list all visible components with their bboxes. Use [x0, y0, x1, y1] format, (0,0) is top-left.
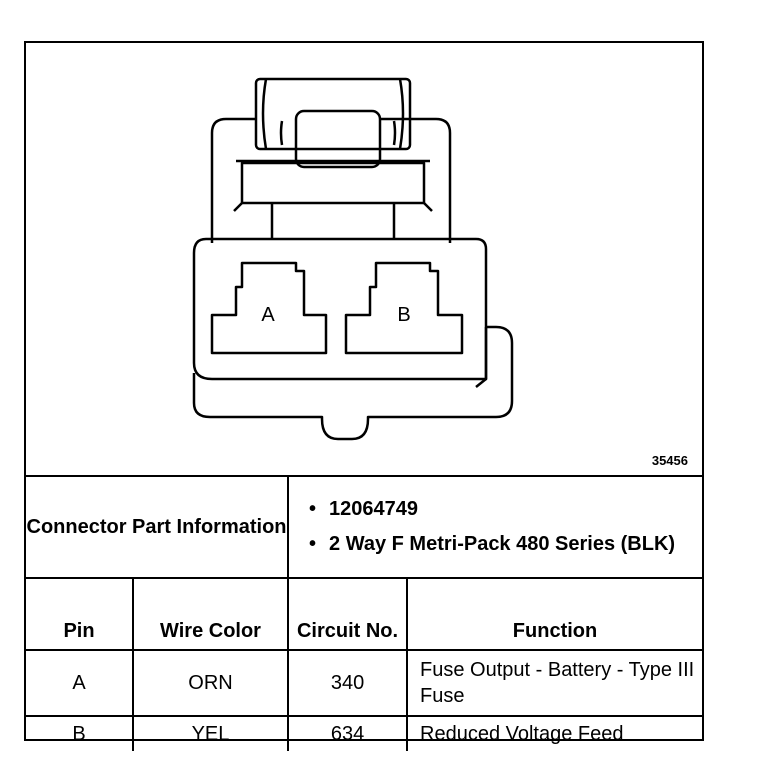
cell-pin: A: [26, 649, 134, 717]
part-info-items: •12064749 •2 Way F Metri-Pack 480 Series…: [287, 475, 703, 579]
header-pin: Pin: [26, 577, 134, 651]
figure-number: 35456: [651, 453, 688, 468]
table-row: A ORN 340 Fuse Output - Battery - Type I…: [26, 649, 703, 717]
header-circuit: Circuit No.: [287, 577, 409, 651]
cell-circuit: 340: [287, 649, 409, 717]
cell-function: Reduced Voltage Feed: [406, 715, 703, 751]
cavity-label-b: B: [397, 304, 410, 326]
header-function: Function: [406, 577, 703, 651]
housing-band: [240, 161, 426, 205]
latch-inner: [294, 109, 382, 169]
cell-pin: B: [26, 715, 134, 751]
connector-drawing: A B: [192, 77, 514, 441]
upper-housing: [210, 117, 452, 243]
header-wire-color: Wire Color: [131, 577, 290, 651]
cavity-a: [210, 261, 328, 355]
part-info-item: •12064749: [309, 498, 418, 520]
connector-info-table: Connector Part Information •12064749 •2 …: [26, 475, 703, 751]
connector-frame: A B 35456 Connector Part Information •12…: [24, 41, 704, 751]
cell-wire-color: YEL: [131, 715, 290, 751]
cell-function: Fuse Output - Battery - Type III Fuse: [406, 649, 703, 717]
latch-top: [254, 77, 412, 151]
table-row: B YEL 634 Reduced Voltage Feed: [26, 715, 703, 751]
cavity-b: [344, 261, 464, 355]
cavity-label-a: A: [261, 304, 275, 326]
part-info-label: Connector Part Information: [26, 475, 290, 579]
cell-wire-color: ORN: [131, 649, 290, 717]
part-info-item: •2 Way F Metri-Pack 480 Series (BLK): [309, 533, 676, 555]
cell-circuit: 634: [287, 715, 409, 751]
connector-diagram: A B 35456: [26, 43, 702, 475]
lower-body: [192, 237, 488, 381]
